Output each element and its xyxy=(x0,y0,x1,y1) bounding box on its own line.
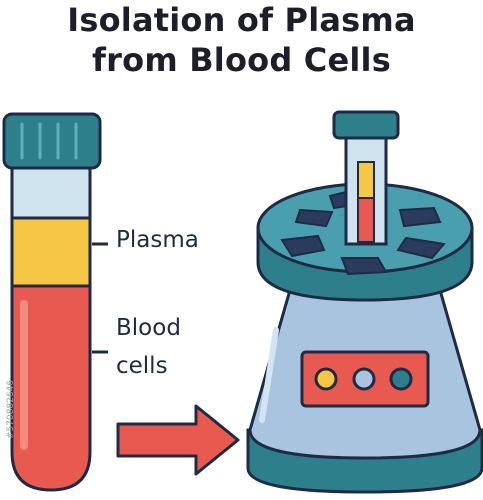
tube-highlight xyxy=(20,300,28,450)
rotor-slots xyxy=(280,188,446,276)
diagram-title: Isolation of Plasma from Blood Cells xyxy=(0,0,483,80)
watermark-id: #570882646 xyxy=(6,380,16,440)
centrifuge-tube-cap xyxy=(332,110,400,140)
blood-cells-label-line-2: cells xyxy=(116,353,168,379)
right-arrow-icon xyxy=(116,404,240,476)
title-line-1: Isolation of Plasma xyxy=(67,1,416,39)
teal-button-icon xyxy=(389,367,413,391)
yellow-button-icon xyxy=(314,367,338,391)
tube-blood-layer xyxy=(10,284,92,492)
centrifuge-icon xyxy=(246,110,483,494)
tube-plasma-layer xyxy=(10,216,92,288)
tube-cap xyxy=(2,112,102,170)
blood-cells-label-line-1: Blood xyxy=(116,315,181,341)
blue-button-icon xyxy=(352,367,376,391)
test-tube-icon xyxy=(2,112,108,492)
title-line-2: from Blood Cells xyxy=(92,41,391,79)
plasma-label: Plasma xyxy=(116,227,199,253)
tube-clear-section xyxy=(10,164,92,220)
